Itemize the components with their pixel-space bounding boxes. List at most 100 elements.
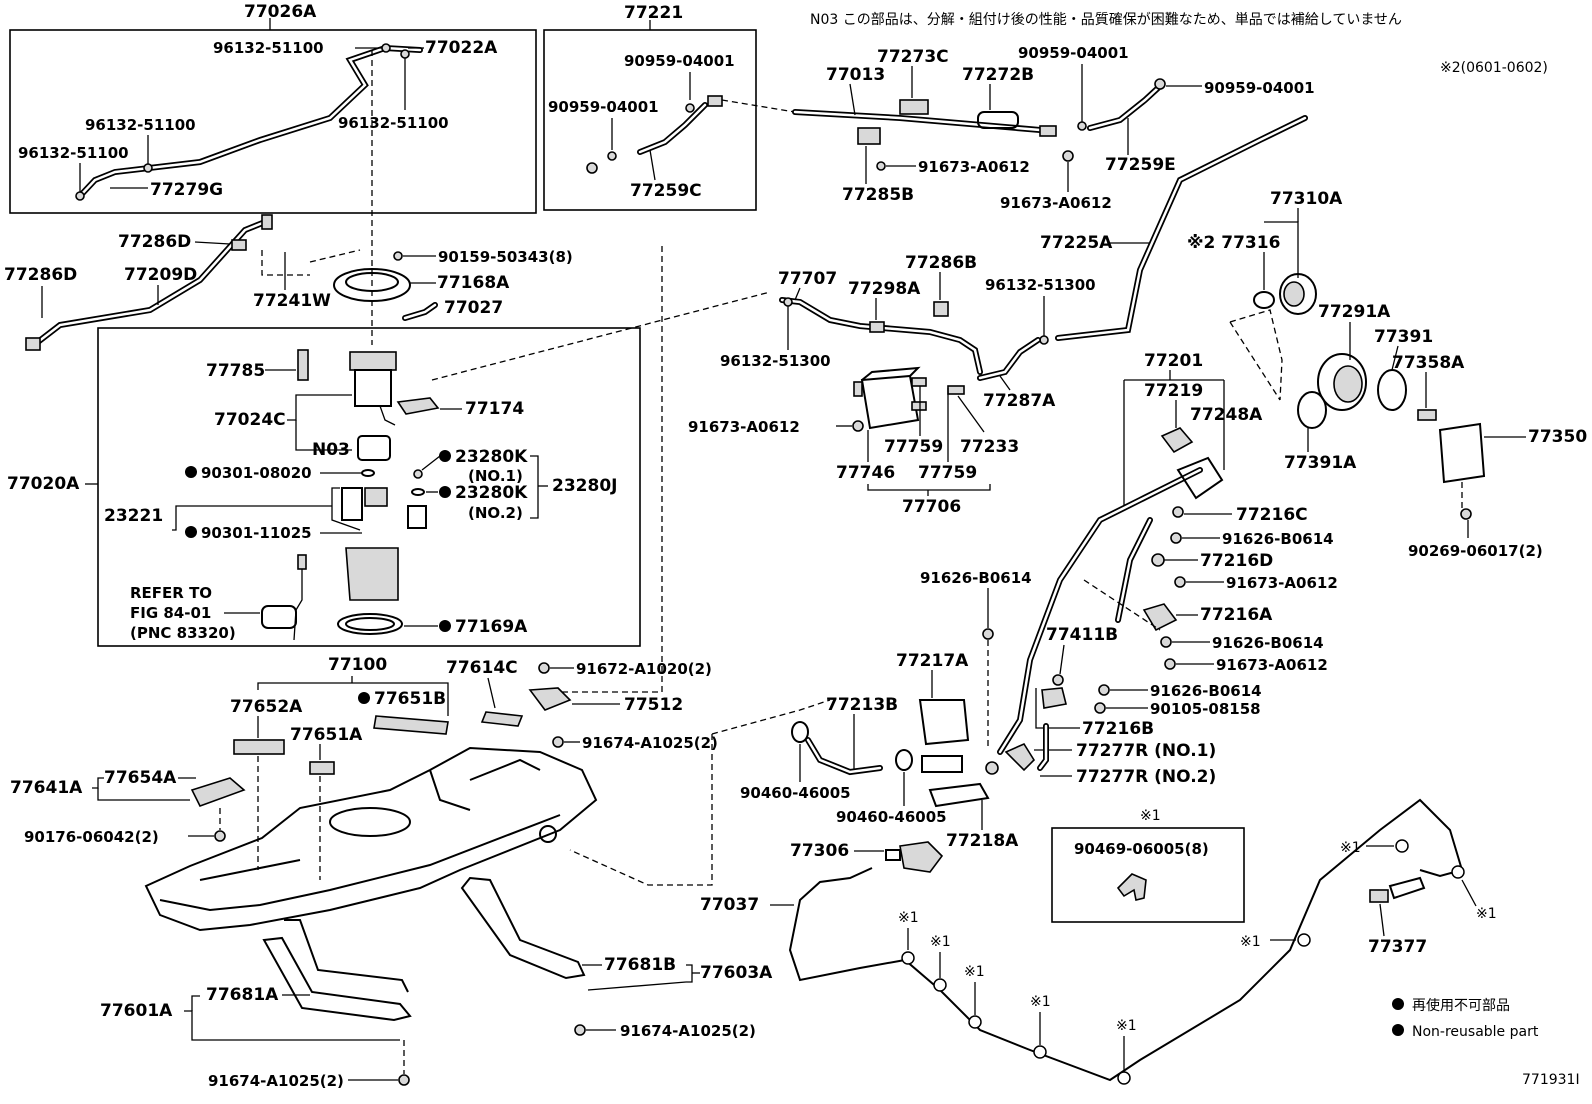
label-77298a: 77298A <box>848 279 921 299</box>
hose-77213b <box>805 737 883 776</box>
label-90959-04001: 90959-04001 <box>624 52 735 70</box>
strap-77681a <box>262 919 412 1022</box>
label-77601a: 77601A <box>100 1001 173 1021</box>
label-77759: 77759 <box>884 437 943 457</box>
tube-77225a <box>1055 115 1308 341</box>
box-clip-x1 <box>1051 827 1245 923</box>
label-77233: 77233 <box>960 437 1019 457</box>
clip-point-icon <box>1033 1045 1047 1059</box>
hose-77707 <box>779 297 983 375</box>
label-90469-06005: 90469-06005(8) <box>1074 840 1209 858</box>
bolt-icon <box>398 1074 410 1086</box>
label-77291a: 77291A <box>1318 302 1391 322</box>
clip-point-icon <box>1297 933 1311 947</box>
sender-gauge <box>261 554 307 641</box>
label-77350: 77350 <box>1528 427 1587 447</box>
clip-point-icon <box>901 951 915 965</box>
bolt-icon <box>1160 636 1172 648</box>
bolt-icon <box>852 420 864 432</box>
note-x1: ※1 <box>930 934 951 950</box>
bracket-77219 <box>1160 427 1194 454</box>
label-91674-a1025: 91674-A1025(2) <box>620 1022 756 1040</box>
box-77020a <box>97 327 641 647</box>
clamp-icon <box>231 239 247 251</box>
label-90301-08020: 90301-08020 <box>201 464 312 482</box>
label-90269-06017: 90269-06017(2) <box>1408 542 1543 560</box>
bolt-icon <box>393 251 403 261</box>
bracket-77512 <box>528 687 572 711</box>
label-77020a: 77020A <box>7 474 80 494</box>
clip-point-icon <box>1395 839 1409 853</box>
label-91673-a0612: 91673-A0612 <box>1226 574 1338 592</box>
connector-icon <box>1039 125 1057 137</box>
filler-cap-77316 <box>1253 273 1317 315</box>
gasket-77391 <box>1377 369 1407 411</box>
label-77391a: 77391A <box>1284 453 1357 473</box>
bolt-icon <box>1164 658 1176 670</box>
label-refer-to: REFER TO <box>130 584 212 602</box>
box-77026a <box>9 29 537 214</box>
label-91673-a0612: 91673-A0612 <box>1216 656 1328 674</box>
label-77785: 77785 <box>206 361 265 381</box>
label-77512: 77512 <box>624 695 683 715</box>
pad-77614c <box>480 711 524 727</box>
bracket-77216b <box>1041 687 1067 709</box>
label-23280j: 23280J <box>552 476 617 496</box>
clip-point-icon <box>968 1015 982 1029</box>
label-90959-04001: 90959-04001 <box>548 98 659 116</box>
shield-77218a <box>928 782 990 808</box>
label-77681b: 77681B <box>604 955 676 975</box>
figure-id: 771931I <box>1522 1072 1580 1088</box>
label-77241w: 77241W <box>253 291 331 311</box>
bolt-icon <box>574 1024 586 1036</box>
label-77273c: 77273C <box>877 47 949 67</box>
clamp-icon <box>1151 553 1165 567</box>
fuel-tank-77100 <box>144 746 598 932</box>
label-77024c: 77024C <box>214 410 286 430</box>
connector-icon <box>25 337 41 351</box>
label-n03: N03 <box>312 440 350 460</box>
clamp-icon <box>933 301 949 317</box>
label-91673-a0612: 91673-A0612 <box>1000 194 1112 212</box>
clip-icon <box>607 151 617 161</box>
clip-icon <box>1039 335 1049 345</box>
note-x1: ※1 <box>1030 994 1051 1010</box>
fuel-pump-23221 <box>331 487 388 531</box>
clamp-90460 <box>791 721 809 743</box>
non-reusable-icon <box>358 692 370 704</box>
note-x1: ※1 <box>1116 1018 1137 1034</box>
label-77216c: 77216C <box>1236 505 1308 525</box>
clamp-icon <box>869 321 885 333</box>
label-90460-46005: 90460-46005 <box>740 784 851 802</box>
label-90301-11025: 90301-11025 <box>201 524 312 542</box>
ring-77391a <box>1297 391 1327 429</box>
part-77174 <box>396 397 440 415</box>
hose-77259c <box>637 102 708 155</box>
bolt-icon <box>1170 532 1182 544</box>
connector-icon <box>586 162 598 174</box>
clamp-90460 <box>895 749 913 771</box>
bolt-icon <box>1174 576 1186 588</box>
connector-icon <box>1154 78 1166 90</box>
label-90959-04001: 90959-04001 <box>1018 44 1129 62</box>
hose-77026a <box>77 44 423 199</box>
label-91673-a0612: 91673-A0612 <box>688 418 800 436</box>
note-x1: ※1 <box>1340 840 1361 856</box>
label-77681a: 77681A <box>206 985 279 1005</box>
label-77216d: 77216D <box>1200 551 1273 571</box>
label-77277r-no2: 77277R (NO.2) <box>1076 767 1216 787</box>
label-77286d: 77286D <box>118 232 191 252</box>
label-77759: 77759 <box>918 463 977 483</box>
connector-icon <box>707 95 723 107</box>
label-77100: 77100 <box>328 655 387 675</box>
label-23221: 23221 <box>104 506 163 526</box>
legend-jp: 再使用不可部品 <box>1412 997 1510 1014</box>
bolt-icon <box>552 736 564 748</box>
connector-icon <box>947 385 965 395</box>
label-96132-51300: 96132-51300 <box>985 276 1096 294</box>
header-note: N03 この部品は、分解・組付け後の性能・品質確保が困難なため、単品では補給して… <box>810 12 1402 28</box>
label-77310a: 77310A <box>1270 189 1343 209</box>
sleeve <box>921 755 963 773</box>
